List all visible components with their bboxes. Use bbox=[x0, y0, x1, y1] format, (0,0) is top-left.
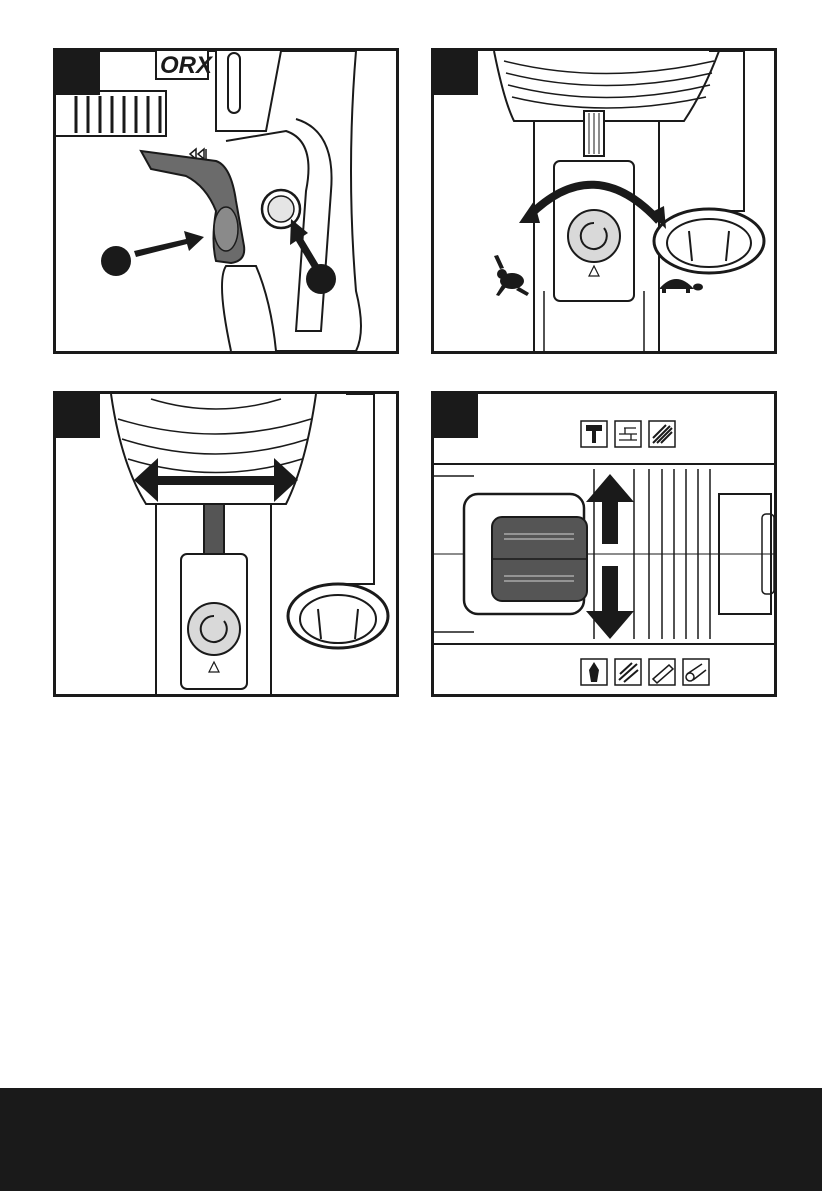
figure-1-trigger-lock: ORX bbox=[53, 48, 399, 354]
speed-dial-illustration bbox=[434, 51, 774, 351]
figure-number-tab bbox=[56, 51, 100, 95]
pipe-icon bbox=[683, 659, 709, 685]
wood-icon bbox=[615, 659, 641, 685]
direction-switch-illustration bbox=[56, 394, 396, 694]
hammer-icon bbox=[581, 421, 607, 447]
up-arrow-icon bbox=[586, 474, 634, 544]
double-arrow-icon bbox=[134, 458, 298, 502]
figure-number-tab bbox=[434, 51, 478, 95]
page-footer-band bbox=[0, 1088, 822, 1191]
rabbit-icon bbox=[494, 255, 529, 296]
drill-bit-icon bbox=[581, 659, 607, 685]
callout-1 bbox=[101, 246, 131, 276]
figure-3-direction-switch bbox=[53, 391, 399, 697]
concrete-icon bbox=[649, 421, 675, 447]
metal-icon bbox=[649, 659, 675, 685]
worx-logo: ORX bbox=[160, 52, 214, 79]
speed-dial[interactable] bbox=[568, 210, 620, 262]
trigger-lock-illustration: ORX bbox=[56, 51, 396, 351]
mode-selector-illustration bbox=[434, 394, 774, 694]
arrow-icon bbox=[290, 219, 320, 271]
brick-icon bbox=[615, 421, 641, 447]
figure-number-tab bbox=[56, 394, 100, 438]
figure-2-speed-dial bbox=[431, 48, 777, 354]
figure-number-tab bbox=[434, 394, 478, 438]
callout-2 bbox=[306, 264, 336, 294]
down-arrow-icon bbox=[586, 566, 634, 639]
turtle-icon bbox=[659, 279, 703, 293]
arrow-icon bbox=[134, 231, 204, 257]
figure-4-mode-selector bbox=[431, 391, 777, 697]
